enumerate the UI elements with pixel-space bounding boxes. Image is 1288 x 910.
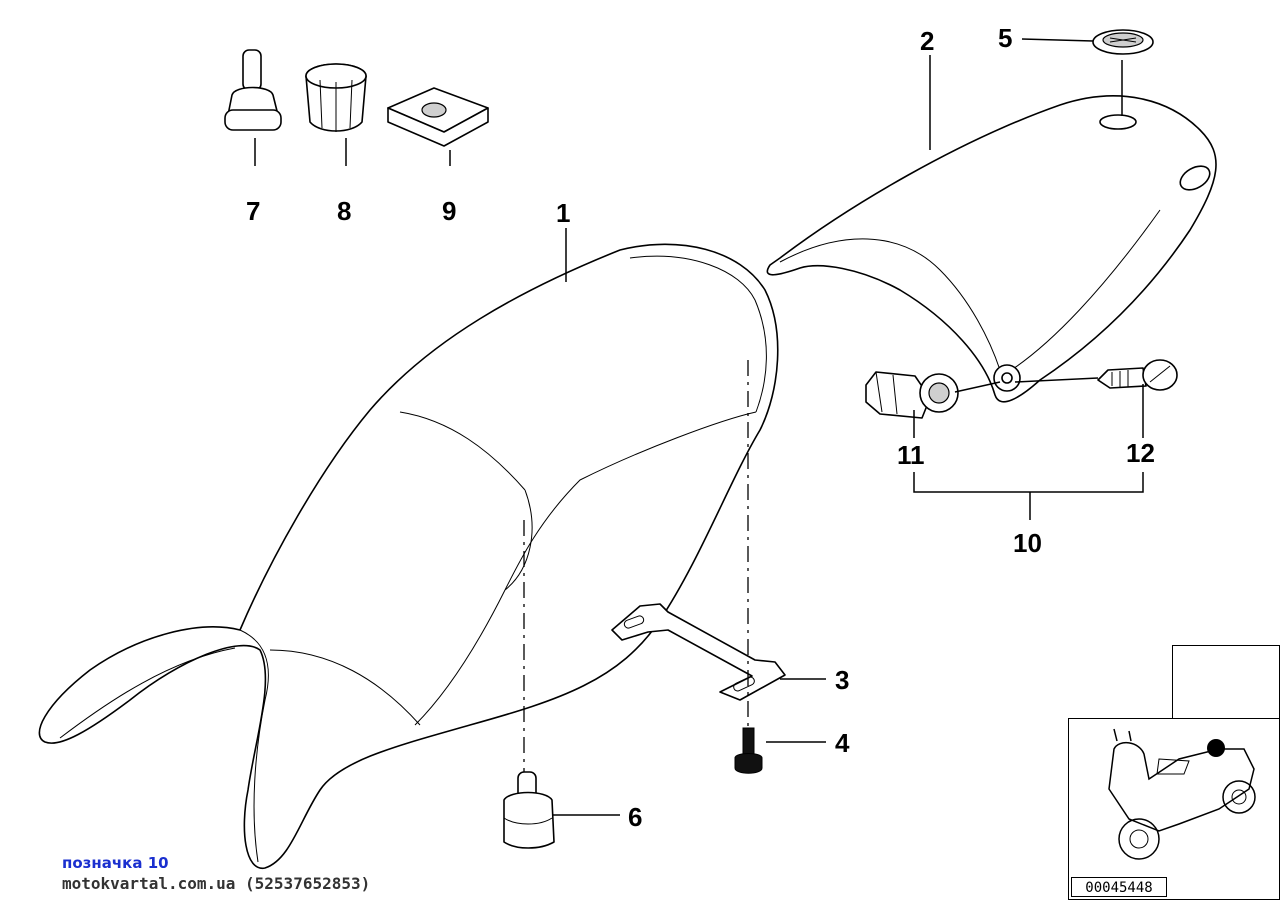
label-7: 7 xyxy=(246,196,260,226)
label-12: 12 xyxy=(1126,438,1155,468)
part-labels: 1 2 3 4 5 6 7 8 9 10 11 12 xyxy=(246,23,1155,832)
label-3: 3 xyxy=(835,665,849,695)
clip-nut-part-9 xyxy=(387,87,489,147)
buffer-part-6 xyxy=(503,771,555,849)
label-11: 11 xyxy=(897,440,925,470)
site-watermark: motokvartal.com.ua (52537652853) xyxy=(62,874,371,893)
note-label: позначка 10 xyxy=(62,854,169,872)
motorcycle-icon xyxy=(1108,728,1256,860)
label-8: 8 xyxy=(337,196,351,226)
label-5: 5 xyxy=(998,23,1012,53)
leader-lines xyxy=(254,38,1144,816)
seat-location-dot xyxy=(1207,739,1225,757)
nut-part-8 xyxy=(305,63,367,132)
bracket-part-3 xyxy=(611,603,786,701)
label-10: 10 xyxy=(1013,528,1042,558)
label-2: 2 xyxy=(920,26,934,56)
inset-tab xyxy=(1172,645,1280,719)
seat-part-1 xyxy=(38,243,779,869)
lock-cylinder-part-11 xyxy=(865,371,959,419)
seat-cover-part-2 xyxy=(766,95,1217,403)
catalog-number: 00045448 xyxy=(1071,877,1167,897)
rubber-buffer-part-7 xyxy=(224,49,282,131)
screw-part-4 xyxy=(734,727,763,774)
label-6: 6 xyxy=(628,802,642,832)
motorcycle-location-inset xyxy=(1068,718,1280,900)
label-9: 9 xyxy=(442,196,456,226)
key-bolt-part-12 xyxy=(1097,359,1178,391)
label-1: 1 xyxy=(556,198,570,228)
cap-part-5 xyxy=(1092,29,1154,55)
label-4: 4 xyxy=(835,728,850,758)
